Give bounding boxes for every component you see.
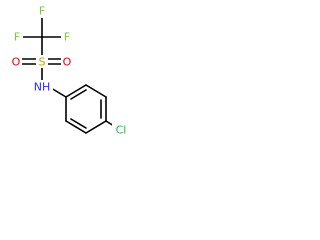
- ring-bond-2: [85, 84, 107, 98]
- ring-inner-1: [70, 89, 87, 100]
- atom-fluorine-right: F: [64, 31, 70, 44]
- ring-bond-1: [65, 84, 87, 98]
- atom-sulfur: S: [39, 56, 46, 69]
- molecule-diagram: F F F S O O NH Cl: [0, 0, 150, 150]
- atom-fluorine-left: F: [14, 31, 20, 44]
- atom-labels: F F F S O O NH Cl: [10, 5, 130, 137]
- atom-oxygen-left: O: [12, 56, 21, 69]
- ring-bond-4: [85, 120, 107, 134]
- ring-bond-5: [65, 120, 87, 134]
- atom-chlorine: Cl: [116, 124, 127, 137]
- structure-drawing: F F F S O O NH Cl: [10, 5, 130, 137]
- bonds: [20, 14, 115, 134]
- atom-fluorine-top: F: [39, 5, 45, 18]
- atom-nitrogen-h: NH: [34, 81, 51, 94]
- atom-oxygen-right: O: [63, 56, 72, 69]
- ring-inner-3: [70, 118, 87, 129]
- bond-n-c1: [50, 87, 67, 98]
